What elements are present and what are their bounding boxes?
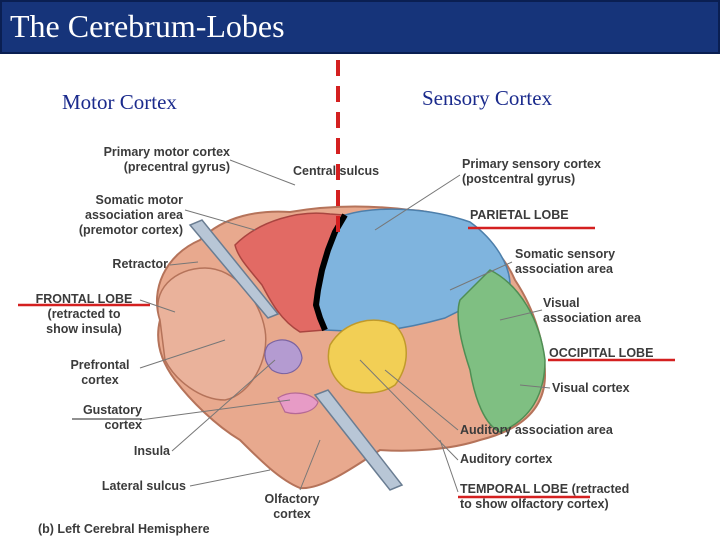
- label-line: FRONTAL LOBE: [35, 292, 133, 306]
- retractor-lower: [313, 389, 404, 491]
- label-temporal-lobe: TEMPORAL LOBE (retracted to show olfacto…: [460, 482, 629, 512]
- central-sulcus-line: [313, 213, 348, 332]
- label-insula: Insula: [133, 444, 170, 458]
- gustatory-region: [277, 392, 319, 415]
- label-line: show insula): [46, 322, 122, 336]
- title-bar: The Cerebrum-Lobes: [0, 0, 720, 54]
- leader-lines: [139, 159, 551, 493]
- frontal-lobe-region: [157, 267, 267, 401]
- label-line: Prefrontal: [70, 358, 130, 372]
- label-visual-cortex: Visual cortex: [552, 381, 630, 395]
- label-auditory-cortex: Auditory cortex: [460, 452, 553, 466]
- label-line: Gustatory: [82, 403, 142, 417]
- label-line: TEMPORAL LOBE (retracted: [460, 482, 630, 496]
- label-line: (premotor cortex): [78, 223, 183, 237]
- label-visual-association: Visual association area: [543, 296, 641, 326]
- label-line: Visual: [543, 296, 580, 310]
- red-underlines: [18, 226, 675, 499]
- label-lateral-sulcus: Lateral sulcus: [101, 479, 186, 493]
- label-line: Somatic motor: [95, 193, 183, 207]
- label-primary-motor: Primary motor cortex (precentral gyrus): [70, 145, 230, 175]
- label-line: cortex: [104, 418, 142, 432]
- label-auditory-association: Auditory association area: [460, 423, 613, 437]
- label-primary-sensory: Primary sensory cortex (postcentral gyru…: [462, 157, 601, 187]
- label-line: (retracted to: [47, 307, 121, 321]
- label-central-sulcus: Central sulcus: [293, 164, 380, 178]
- label-line: association area: [85, 208, 183, 222]
- retractor-upper: [188, 219, 280, 319]
- label-parietal-lobe: PARIETAL LOBE: [470, 208, 569, 222]
- label-line: cortex: [81, 373, 119, 387]
- label-prefrontal: Prefrontal cortex: [60, 358, 140, 388]
- label-line: Olfactory: [264, 492, 320, 506]
- motor-cortex-heading: Motor Cortex: [62, 90, 177, 114]
- occipital-region: [457, 269, 546, 433]
- insula-region: [264, 339, 303, 375]
- label-retractor: Retractor: [112, 257, 168, 271]
- auditory-region: [327, 319, 407, 394]
- label-line: (postcentral gyrus): [462, 172, 576, 186]
- figure-caption: (b) Left Cerebral Hemisphere: [38, 522, 210, 536]
- sensory-cortex-heading: Sensory Cortex: [422, 86, 553, 110]
- label-line: (precentral gyrus): [123, 160, 230, 174]
- label-somatic-sensory: Somatic sensory association area: [515, 247, 615, 277]
- label-line: Somatic sensory: [515, 247, 616, 261]
- label-line: association area: [543, 311, 641, 325]
- label-line: Primary motor cortex: [103, 145, 230, 159]
- label-olfactory: Olfactory cortex: [252, 492, 332, 522]
- label-line: cortex: [273, 507, 311, 521]
- label-occipital-lobe: OCCIPITAL LOBE: [549, 346, 654, 360]
- label-line: association area: [515, 262, 613, 276]
- label-line: to show olfactory cortex): [460, 497, 609, 511]
- label-gustatory: Gustatory cortex: [60, 403, 142, 433]
- label-line: Primary sensory cortex: [462, 157, 601, 171]
- label-somatic-motor: Somatic motor association area (premotor…: [50, 193, 183, 238]
- label-frontal-lobe: FRONTAL LOBE (retracted to show insula): [18, 292, 150, 337]
- slide-title: The Cerebrum-Lobes: [10, 8, 285, 44]
